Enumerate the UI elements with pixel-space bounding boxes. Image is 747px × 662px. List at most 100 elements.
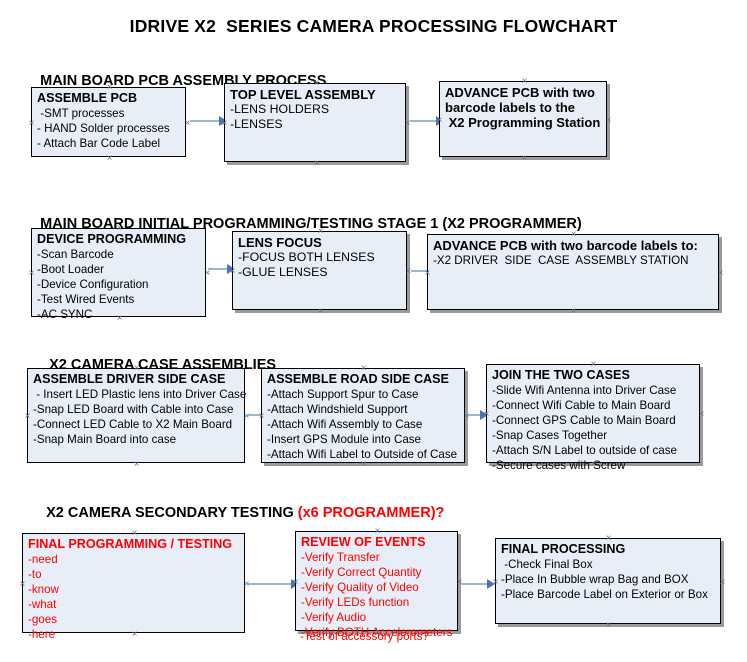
node-line-overflow: -Test of accessory ports? — [300, 630, 429, 643]
section-heading-4-text: X2 CAMERA SECONDARY TESTING — [46, 505, 298, 521]
node-lens-focus[interactable]: LENS FOCUS -FOCUS BOTH LENSES -GLUE LENS… — [232, 231, 407, 310]
node-title: DEVICE PROGRAMMING — [37, 232, 187, 246]
node-line: - HAND Solder processes — [37, 122, 170, 135]
node-line: - Attach Bar Code Label — [37, 137, 161, 150]
resize-handle-bottom[interactable] — [316, 307, 325, 316]
resize-handle-left[interactable] — [18, 580, 27, 589]
connector-arrow — [411, 270, 436, 272]
node-line: -Secure cases with Screw — [492, 459, 626, 472]
resize-handle-bottom[interactable] — [520, 154, 529, 163]
resize-handle-bottom[interactable] — [105, 154, 114, 163]
node-line: -Verify Audio — [301, 611, 367, 624]
node-assemble-driver-side-case[interactable]: ASSEMBLE DRIVER SIDE CASE - Insert LED P… — [27, 368, 247, 463]
node-line: -Snap Main Board into case — [33, 433, 177, 446]
page-title: IDRIVE X2 SERIES CAMERA PROCESSING FLOWC… — [129, 16, 618, 36]
node-assemble-road-side-case[interactable]: ASSEMBLE ROAD SIDE CASE -Attach Support … — [261, 368, 465, 463]
node-line: -Slide Wifi Antenna into Driver Case — [492, 384, 677, 397]
node-line: -Connect Wifi Cable to Main Board — [492, 399, 671, 412]
resize-handle-bottom[interactable] — [569, 307, 578, 316]
node-title: ASSEMBLE ROAD SIDE CASE — [267, 372, 449, 386]
node-title: ADVANCE PCB with two barcode labels to: — [433, 238, 698, 253]
section-heading-4: X2 CAMERA SECONDARY TESTING (x6 PROGRAMM… — [30, 489, 444, 537]
resize-handle-right[interactable] — [604, 116, 613, 125]
resize-handle-right[interactable] — [718, 578, 727, 587]
node-advance-pcb-to-driver-side-case[interactable]: ADVANCE PCB with two barcode labels to: … — [427, 234, 719, 310]
node-line: -Insert GPS Module into Case — [267, 433, 422, 446]
node-title: REVIEW OF EVENTS — [301, 535, 426, 549]
node-join-the-two-cases[interactable]: JOIN THE TWO CASES -Slide Wifi Antenna i… — [486, 364, 700, 472]
node-line: -SMT processes — [37, 107, 125, 120]
connector-arrow — [208, 268, 230, 270]
node-final-programming-testing[interactable]: FINAL PROGRAMMING / TESTING -need -to -k… — [22, 533, 245, 641]
node-line: -X2 DRIVER SIDE CASE ASSEMBLY STATION — [433, 254, 689, 267]
node-line: -Attach Windshield Support — [267, 403, 408, 416]
node-title: ASSEMBLE PCB — [37, 91, 138, 105]
arrowhead-icon — [219, 116, 227, 126]
connector-arrow — [247, 414, 265, 416]
node-line: -goes — [28, 613, 58, 626]
connector-arrow — [190, 120, 222, 122]
node-line: -need — [28, 553, 58, 566]
resize-handle-right[interactable] — [716, 269, 725, 278]
node-line: -Attach S/N Label to outside of case — [492, 444, 677, 457]
node-title: ADVANCE PCB with two — [445, 85, 595, 100]
node-line: -here — [28, 628, 56, 641]
node-title: FINAL PROGRAMMING / TESTING — [28, 537, 233, 551]
node-assemble-pcb[interactable]: ASSEMBLE PCB -SMT processes - HAND Solde… — [31, 87, 186, 157]
resize-handle-left[interactable] — [23, 412, 32, 421]
node-line: X2 Programming Station — [445, 115, 601, 130]
node-line: barcode labels to the — [445, 100, 576, 115]
node-line: -what — [28, 598, 57, 611]
node-line: -Verify Quality of Video — [301, 581, 419, 594]
node-line: -Verify LEDs function — [301, 596, 410, 609]
node-review-of-events[interactable]: REVIEW OF EVENTS -Verify Transfer -Verif… — [295, 531, 458, 639]
node-line: -Check Final Box — [501, 558, 593, 571]
connector-arrow — [247, 583, 295, 585]
node-line: -Snap LED Board with Cable into Case — [33, 403, 234, 416]
resize-handle-right[interactable] — [697, 410, 706, 419]
node-line: -Connect GPS Cable to Main Board — [492, 414, 676, 427]
arrowhead-icon — [480, 410, 488, 420]
node-line: -GLUE LENSES — [238, 265, 328, 279]
node-line: -Boot Loader — [37, 263, 105, 276]
node-line: -LENSES — [230, 117, 283, 131]
resize-handle-bottom[interactable] — [312, 159, 321, 168]
node-line: -Attach Wifi Assembly to Case — [267, 418, 423, 431]
node-line: -to — [28, 568, 42, 581]
connector-arrow — [468, 414, 483, 416]
node-line: -Device Configuration — [37, 278, 149, 291]
connector-arrow — [461, 583, 490, 585]
node-device-programming[interactable]: DEVICE PROGRAMMING -Scan Barcode -Boot L… — [31, 228, 206, 321]
node-line: -FOCUS BOTH LENSES — [238, 250, 375, 264]
node-line: -LENS HOLDERS — [230, 102, 330, 116]
node-title: TOP LEVEL ASSEMBLY — [230, 87, 376, 102]
node-line: - Insert LED Plastic lens into Driver Ca… — [33, 388, 247, 401]
node-line: -Place In Bubble wrap Bag and BOX — [501, 573, 689, 586]
node-line: -know — [28, 583, 59, 596]
connector-arrow — [410, 120, 439, 122]
resize-handle-left[interactable] — [27, 119, 36, 128]
node-line: -Connect LED Cable to X2 Main Board — [33, 418, 233, 431]
node-top-level-assembly[interactable]: TOP LEVEL ASSEMBLY -LENS HOLDERS -LENSES — [224, 83, 406, 162]
resize-handle-right[interactable] — [203, 269, 212, 278]
arrowhead-icon — [487, 579, 495, 589]
node-line: -Verify Correct Quantity — [301, 566, 422, 579]
resize-handle-left[interactable] — [27, 269, 36, 278]
node-line: -Place Barcode Label on Exterior or Box — [501, 588, 708, 601]
node-line: -Snap Cases Together — [492, 429, 608, 442]
node-final-processing[interactable]: FINAL PROCESSING -Check Final Box -Place… — [495, 538, 721, 624]
node-title: FINAL PROCESSING — [501, 542, 626, 556]
node-line: -Scan Barcode — [37, 248, 114, 261]
node-line: -Attach Wifi Label to Outside of Case — [267, 448, 458, 461]
resize-handle-bottom[interactable] — [132, 460, 141, 469]
node-advance-pcb-to-programming-station[interactable]: ADVANCE PCB with two barcode labels to t… — [439, 81, 607, 157]
node-line: -AC SYNC — [37, 308, 93, 321]
node-title: ASSEMBLE DRIVER SIDE CASE — [33, 372, 226, 386]
resize-handle-bottom[interactable] — [604, 621, 613, 630]
node-line: -Verify BOTH Accelerometers — [301, 626, 453, 639]
node-line: -Verify Transfer — [301, 551, 380, 564]
node-line: -Test Wired Events — [37, 293, 135, 306]
arrowhead-icon — [227, 264, 235, 274]
node-title: JOIN THE TWO CASES — [492, 368, 630, 382]
